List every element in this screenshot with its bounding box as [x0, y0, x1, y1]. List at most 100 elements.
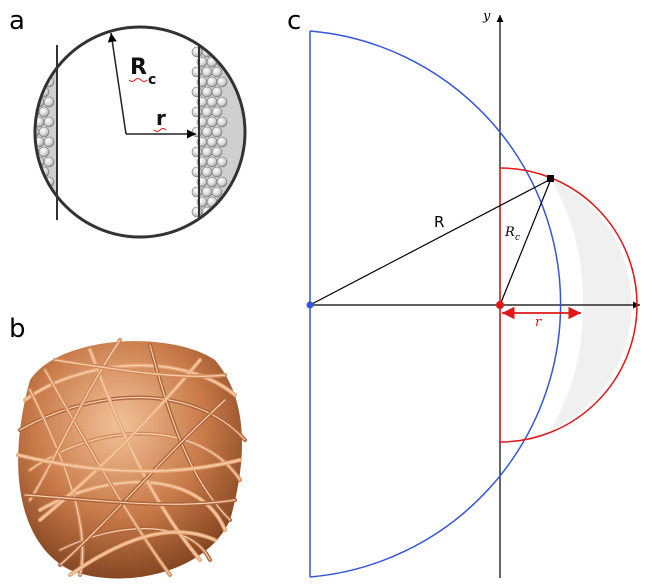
bead — [19, 167, 29, 177]
bead — [19, 67, 29, 77]
panel-label-b: b — [9, 314, 26, 344]
bead — [38, 186, 50, 198]
label-Rc: R — [504, 225, 515, 240]
bead — [24, 117, 34, 127]
cavity-region — [57, 27, 199, 237]
bead — [201, 126, 213, 138]
bead — [19, 187, 29, 197]
bead — [43, 36, 55, 48]
bead — [211, 27, 223, 38]
bead — [24, 217, 34, 227]
bead — [43, 116, 55, 128]
radius-Rc-arrow — [107, 32, 127, 135]
wire-highlight — [59, 399, 226, 566]
wire-highlight — [44, 369, 171, 576]
bead — [24, 197, 34, 207]
bead — [211, 146, 223, 158]
bead — [211, 86, 223, 98]
bead — [35, 206, 40, 218]
bead — [216, 216, 228, 228]
wire-highlight — [29, 389, 84, 576]
y-axis-label: y — [482, 9, 491, 24]
bead — [206, 156, 218, 168]
wire-highlight — [24, 364, 236, 401]
bead — [24, 157, 34, 167]
bead — [216, 36, 228, 48]
bead — [38, 46, 50, 58]
bead — [35, 36, 45, 48]
bead — [35, 66, 40, 78]
bead — [206, 76, 218, 88]
bead — [206, 36, 218, 48]
bead — [201, 146, 213, 158]
bead — [216, 96, 228, 108]
label-R: R — [434, 213, 444, 231]
intersection-point — [547, 175, 554, 182]
bead — [38, 146, 50, 158]
bead — [201, 27, 213, 38]
bead — [38, 106, 50, 118]
spellcheck-squiggle-R — [128, 78, 148, 82]
bead — [206, 216, 218, 228]
wire-highlight — [24, 494, 236, 505]
bead — [43, 136, 55, 148]
bead — [216, 176, 228, 188]
bead — [206, 96, 218, 108]
bead — [38, 126, 50, 138]
outer-circle-arc — [309, 30, 562, 578]
bead — [201, 66, 213, 78]
bead — [35, 166, 40, 178]
bead — [201, 86, 213, 98]
label-Rc-subscript: c — [515, 233, 520, 243]
label-R: R — [130, 55, 147, 80]
bead — [201, 106, 213, 118]
bead — [38, 66, 50, 78]
bead — [191, 106, 203, 118]
bead — [216, 116, 228, 128]
label-r: r — [156, 106, 166, 130]
bead — [38, 27, 50, 38]
bead — [24, 177, 34, 187]
inner-circle-arc — [499, 167, 638, 443]
bead — [191, 206, 203, 218]
bead — [201, 186, 213, 198]
bead — [43, 196, 55, 208]
bead — [35, 56, 45, 68]
bead — [38, 206, 50, 218]
bead — [211, 166, 223, 178]
label-r-red: r — [535, 315, 542, 330]
bead — [19, 147, 29, 157]
bead — [35, 46, 40, 58]
wire-highlight — [17, 454, 241, 472]
bead — [43, 216, 55, 228]
bead — [19, 207, 29, 217]
bead — [19, 127, 29, 137]
panel-label-a: a — [9, 6, 25, 36]
bead — [19, 27, 29, 37]
bead — [35, 216, 45, 228]
label-R-subscript: c — [148, 72, 156, 88]
inner-center-point — [496, 301, 504, 309]
panel-a-diagram: R c r — [19, 25, 247, 239]
bead — [24, 37, 34, 47]
bead — [191, 27, 203, 38]
bead — [35, 196, 45, 208]
bead — [35, 27, 40, 38]
bead — [19, 107, 29, 117]
panel-b-image — [16, 338, 247, 579]
segment-R — [309, 178, 552, 306]
bead — [191, 46, 203, 58]
copper-wire-strands — [16, 338, 247, 577]
wire-highlight — [89, 349, 201, 561]
bead — [191, 146, 203, 158]
outer-ring — [33, 25, 247, 239]
bead — [191, 66, 203, 78]
panel-label-c: c — [287, 6, 302, 36]
bead — [206, 116, 218, 128]
bead — [43, 156, 55, 168]
wire-highlight — [149, 344, 231, 521]
wire-highlight — [19, 397, 246, 441]
bead — [19, 47, 29, 57]
bead — [191, 86, 203, 98]
